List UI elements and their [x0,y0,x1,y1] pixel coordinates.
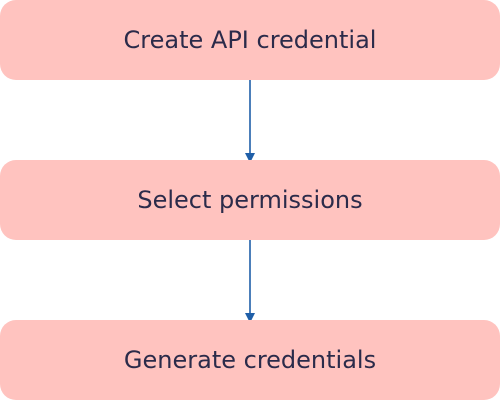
step-label: Create API credential [123,26,377,54]
step-label: Select permissions [137,186,363,214]
step-generate-credentials: Generate credentials [0,320,500,400]
step-label: Generate credentials [123,346,377,374]
step-select-permissions: Select permissions [0,160,500,240]
step-create-api-credential: Create API credential [0,0,500,80]
